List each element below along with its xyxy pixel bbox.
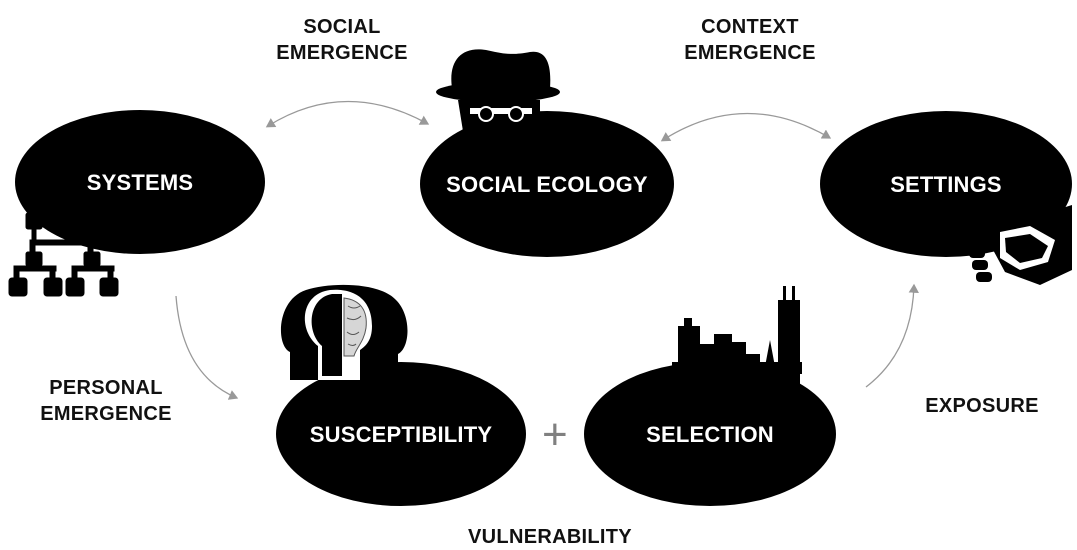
- arrow-systems-social-ecology: [265, 100, 430, 128]
- arrow-systems-susceptibility: [175, 295, 239, 400]
- head-lightbulb-brain-icon: [280, 284, 408, 380]
- hierarchy-icon: [8, 212, 119, 297]
- social-emergence-line2: EMERGENCE: [276, 42, 408, 64]
- plus-sign: +: [542, 410, 568, 459]
- node-systems: [15, 110, 265, 254]
- arrow-social-ecology-settings: [660, 112, 832, 142]
- context-emergence-label: CONTEXT EMERGENCE: [670, 14, 830, 66]
- personal-emergence-line2: EMERGENCE: [40, 403, 172, 425]
- vulnerability-label: VULNERABILITY: [468, 526, 632, 548]
- context-emergence-line2: EMERGENCE: [684, 42, 816, 64]
- node-susceptibility-label: SUSCEPTIBILITY: [309, 422, 493, 447]
- social-emergence-label: SOCIAL EMERGENCE: [262, 14, 422, 66]
- node-social-ecology-label: SOCIAL ECOLOGY: [446, 172, 648, 197]
- node-systems-label: SYSTEMS: [86, 170, 194, 195]
- handshake-icon: [967, 205, 1072, 285]
- spy-hat-icon: [436, 49, 560, 150]
- arrow-selection-settings: [865, 283, 919, 388]
- personal-emergence-label: PERSONAL EMERGENCE: [26, 375, 186, 427]
- social-emergence-line1: SOCIAL: [303, 16, 381, 38]
- exposure-label: EXPOSURE: [925, 395, 1039, 417]
- context-emergence-line1: CONTEXT: [701, 16, 799, 38]
- node-selection: [584, 362, 836, 506]
- node-selection-label: SELECTION: [646, 422, 774, 447]
- node-susceptibility: [276, 362, 526, 506]
- personal-emergence-line1: PERSONAL: [49, 377, 163, 399]
- node-settings-label: SETTINGS: [890, 172, 1002, 197]
- city-skyline-icon: [672, 286, 802, 386]
